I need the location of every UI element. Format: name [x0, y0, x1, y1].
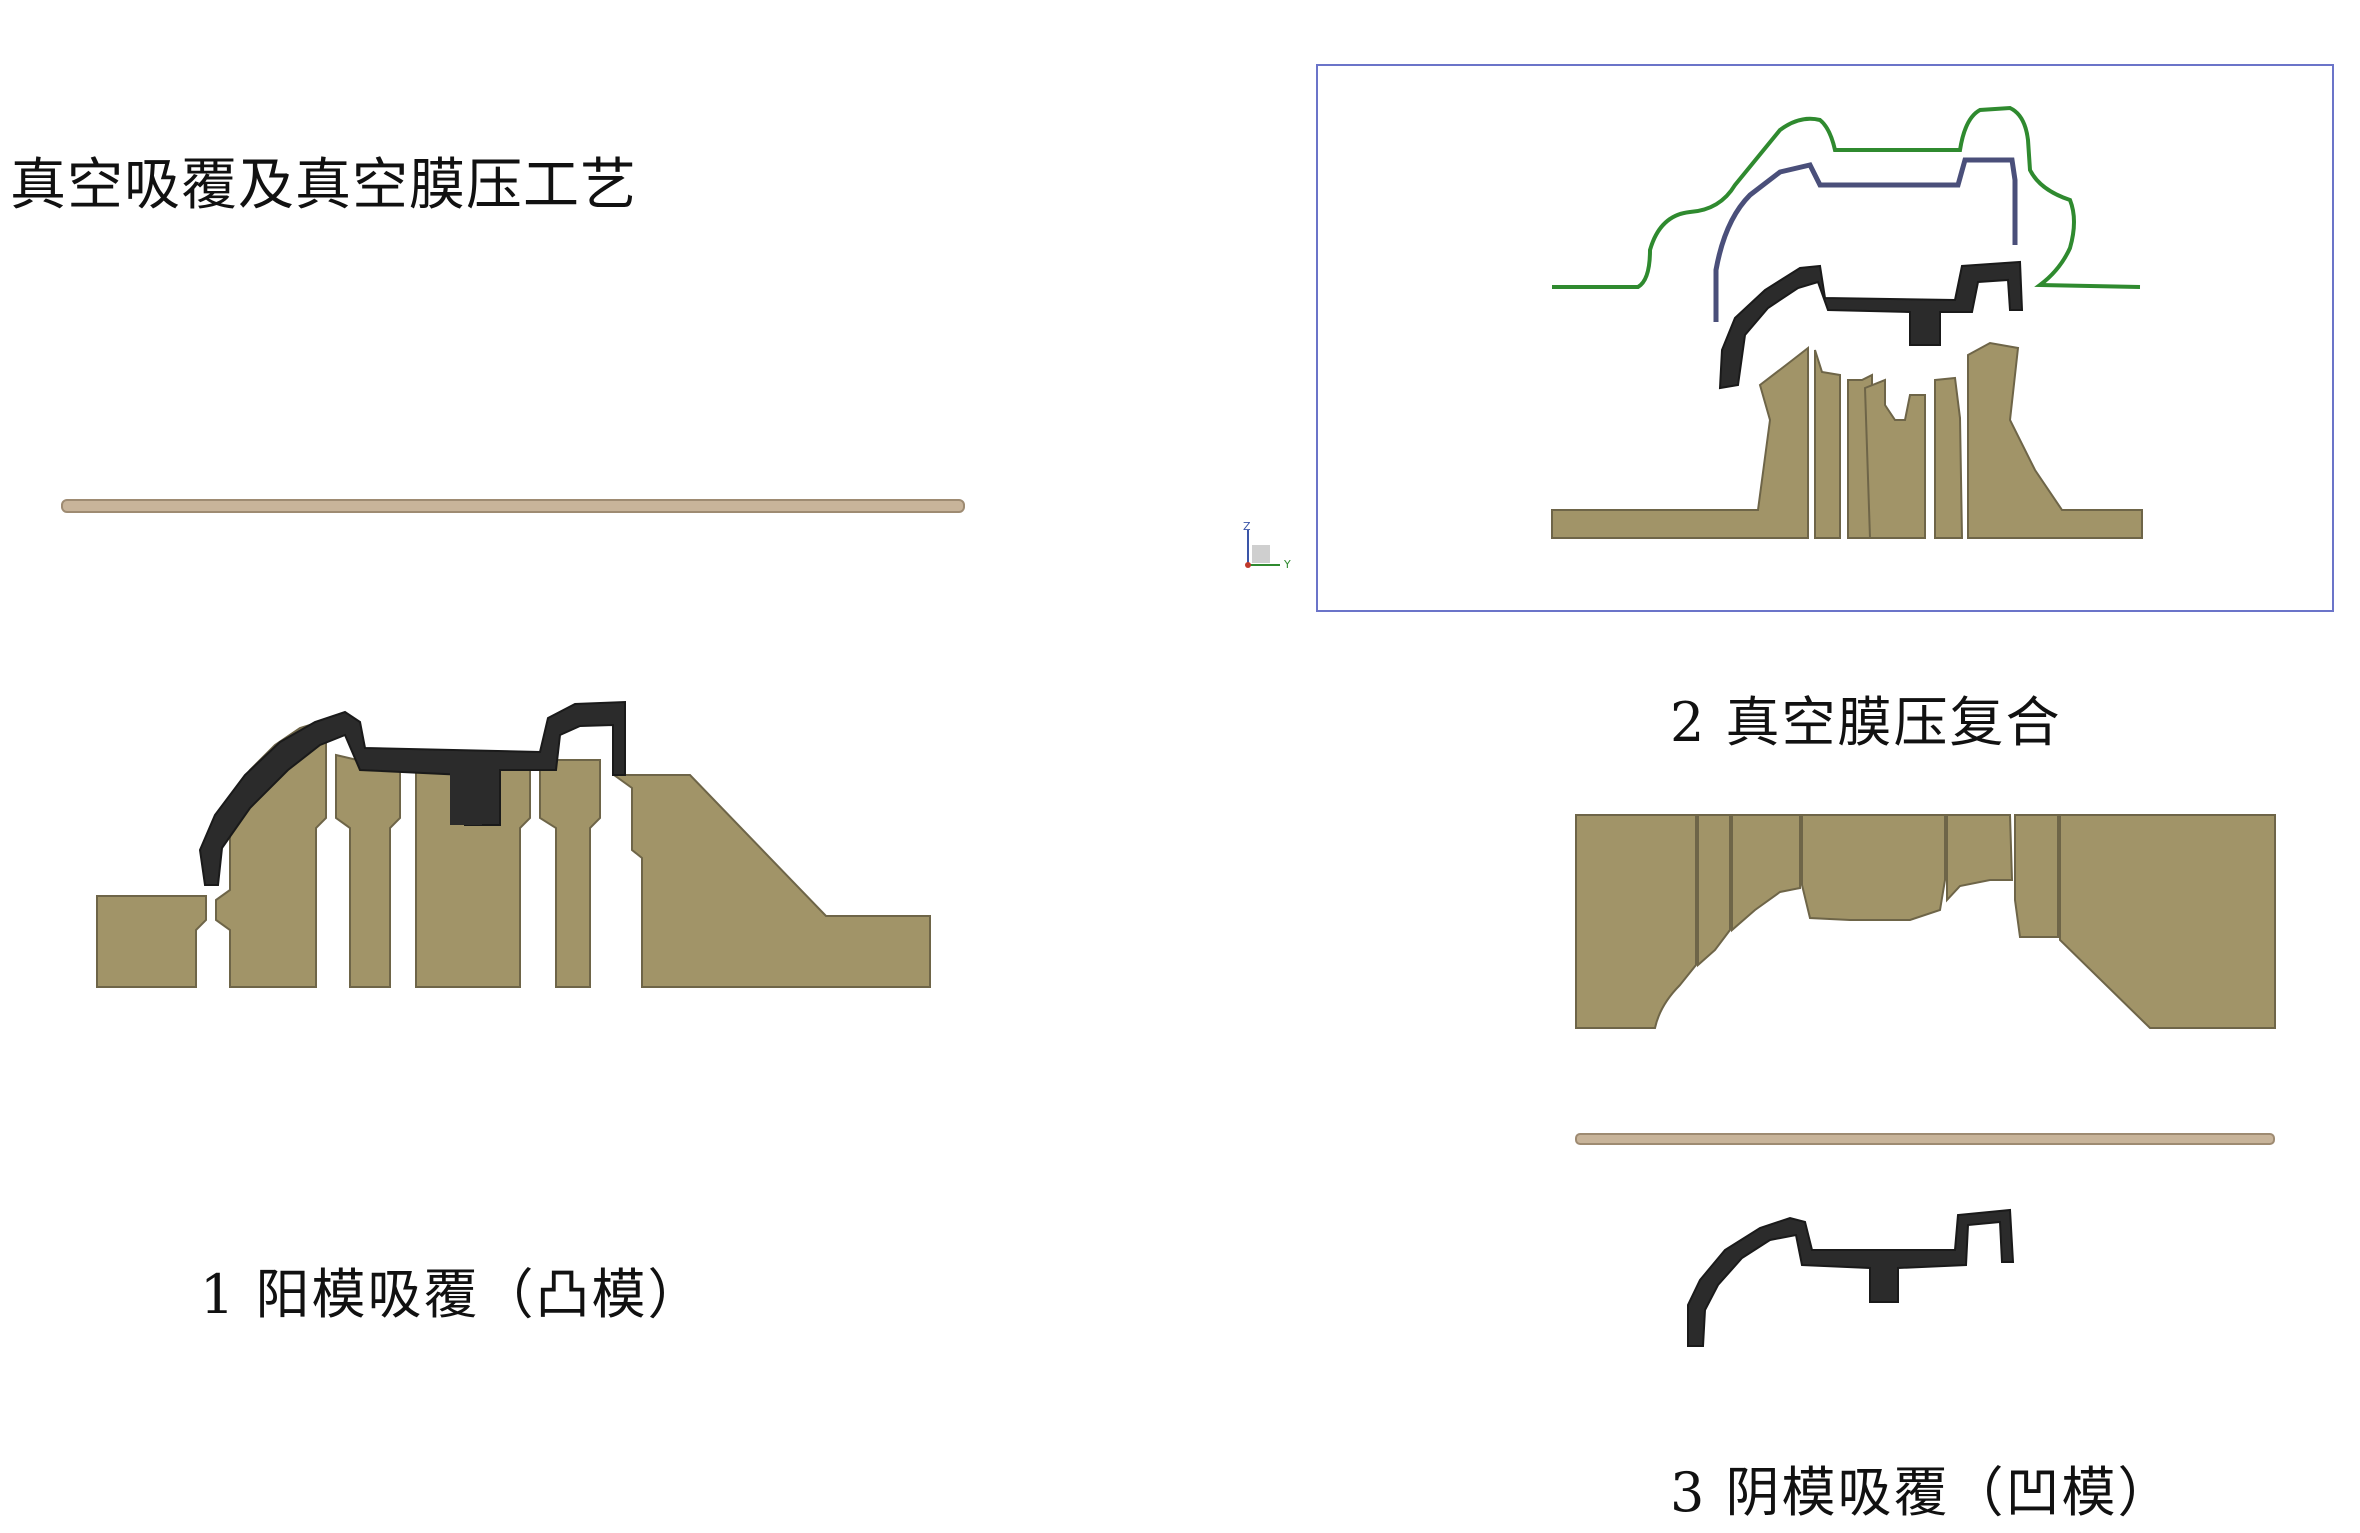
- press-mold: [1551, 341, 2143, 539]
- caption-step-3: 3 阴模吸覆（凹模）: [1670, 1461, 2174, 1524]
- formed-part-1-boss: [450, 765, 482, 825]
- formed-part-1: [198, 700, 626, 886]
- panel-female-mold: [1575, 814, 2276, 1347]
- page-title: 真空吸覆及真空膜压工艺: [10, 153, 637, 218]
- axis-triad-icon: [1245, 530, 1280, 568]
- plastic-sheet-3: [1575, 1133, 2275, 1145]
- formed-part-3: [1687, 1208, 2015, 1347]
- male-mold: [96, 718, 931, 988]
- formed-part-2: [1718, 260, 2024, 390]
- axis-y-label: Y: [1284, 558, 1291, 571]
- axis-z-label: Z: [1243, 520, 1251, 533]
- female-mold: [1575, 814, 2276, 1029]
- panel-film-press: [1245, 105, 2143, 568]
- caption-step-1: 1 阳模吸覆（凸模）: [200, 1263, 704, 1326]
- film-outer: [1552, 105, 2141, 289]
- film-inner: [1713, 157, 2018, 322]
- plastic-sheet-1: [61, 499, 965, 513]
- panel-2-frame: [1316, 64, 2334, 612]
- panel-male-mold: [61, 499, 965, 988]
- caption-step-2: 2 真空膜压复合: [1670, 691, 2062, 754]
